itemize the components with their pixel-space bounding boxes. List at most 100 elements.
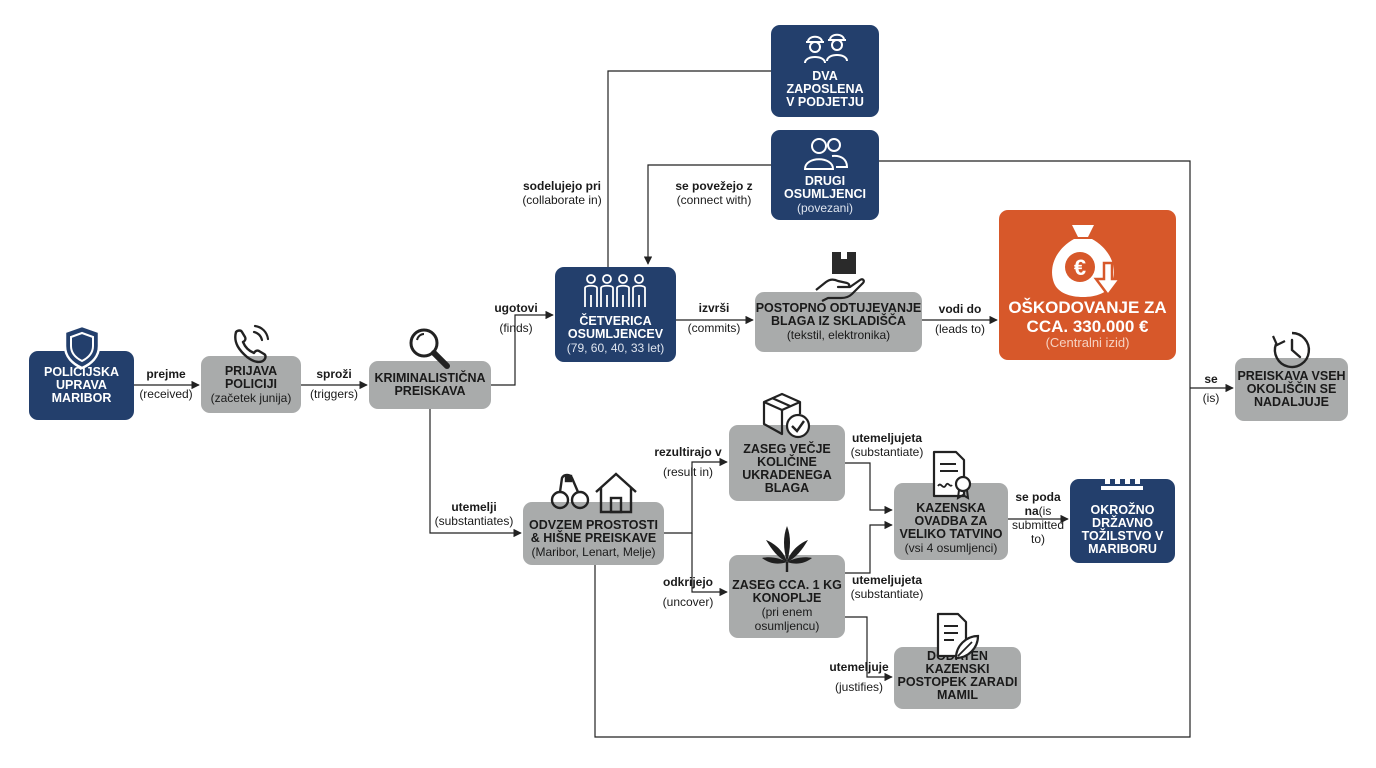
node-title: POLICIJSKA UPRAVA MARIBOR	[43, 365, 119, 405]
node-odvzem-prostosti: ODVZEM PROSTOSTI & HIŠNE PREISKAVE (Mari…	[523, 502, 664, 565]
edge-label-translation: (received)	[139, 387, 193, 401]
node-prijava-policiji: PRIJAVA POLICIJI (začetek junija)	[201, 356, 301, 413]
edge-label-sprozi: sproži (triggers)	[302, 367, 366, 401]
node-subtitle: (povezani)	[796, 201, 854, 215]
edge-label-translation: (substantiate)	[850, 587, 924, 601]
edge-label-main: sproži	[316, 367, 352, 381]
edge-label-rezultirajo: rezultirajo v (result in)	[648, 445, 728, 479]
edge-label-translation: (is submitted to)	[1011, 504, 1065, 546]
clock-icon	[1271, 331, 1311, 369]
edge-label-vodi: vodi do (leads to)	[927, 302, 993, 336]
edge-label-translation: (substantiate)	[850, 445, 924, 459]
edge-utemelji	[429, 409, 522, 538]
people-icon	[803, 138, 849, 170]
edge-label-poda: se poda na(is submitted to)	[1008, 476, 1068, 546]
node-subtitle: (Maribor, Lenart, Melje)	[531, 545, 656, 559]
edge-label-prejme: prejme (received)	[134, 367, 198, 401]
edge-label-translation: (collaborate in)	[522, 193, 602, 207]
svg-text:€: €	[1074, 255, 1086, 280]
edge-label-main: utemelji	[451, 500, 497, 514]
node-oskodovanje: OŠKODOVANJE ZA CCA. 330.000 € (Centralni…	[999, 210, 1176, 360]
document-seal-icon	[932, 450, 972, 500]
hand-box-icon	[815, 252, 865, 302]
edge-sodelujejo	[607, 70, 771, 267]
edge-label-translation: (commits)	[687, 321, 741, 335]
edge-label-utemeljujeta-blago: utemeljujeta (substantiate)	[845, 431, 929, 459]
edge-utemeljujeta2	[845, 520, 893, 574]
edge-label-main: utemeljujeta	[851, 573, 923, 587]
node-subtitle: (79, 60, 40, 33 let)	[566, 341, 665, 355]
node-title: KRIMINALISTIČNA PREISKAVA	[374, 371, 486, 398]
node-title: PREISKAVA VSEH OKOLIŠČIN SE NADALJUJE	[1237, 369, 1346, 409]
edge-label-sodelujejo: sodelujejo pri (collaborate in)	[512, 179, 612, 207]
edge-utemeljujeta1	[845, 462, 893, 515]
edge-label-ugotovi: ugotovi (finds)	[486, 301, 546, 335]
node-kriminalisticna-preiskava: KRIMINALISTIČNA PREISKAVA	[369, 361, 491, 409]
node-title: DRUGI OSUMLJENCI	[784, 174, 866, 201]
box-check-icon	[762, 392, 811, 439]
edge-label-utemeljuje: utemeljuje (justifies)	[824, 660, 894, 694]
node-title: KAZENSKA OVADBA ZA VELIKO TATVINO	[899, 501, 1003, 541]
magnifier-icon	[409, 328, 450, 369]
phone-icon	[234, 324, 270, 364]
cannabis-leaf-icon	[762, 526, 812, 572]
edge-label-odkrijejo: odkrijejo (uncover)	[652, 575, 724, 609]
node-postopno-odtujevanje: POSTOPNO ODTUJEVANJE BLAGA IZ SKLADIŠČA …	[755, 292, 922, 352]
edge-utemeljuje	[845, 616, 893, 682]
edge-label-translation: (substantiates)	[434, 514, 514, 528]
edge-label-utemeljujeta-konoplja: utemeljujeta (substantiate)	[845, 573, 929, 601]
node-title: ZASEG VEČJE KOLIČINE UKRADENEGA BLAGA	[742, 442, 832, 495]
node-title: OŠKODOVANJE ZA CCA. 330.000 €	[1008, 298, 1167, 336]
edge-povezejo	[643, 164, 771, 265]
edge-label-main: utemeljujeta	[851, 431, 923, 445]
node-title: ČETVERICA OSUMLJENCEV	[567, 314, 664, 341]
edge-label-translation: (is)	[1202, 391, 1220, 405]
edge-label-main: utemeljuje	[829, 660, 889, 674]
node-cetverica-osumljencev: ČETVERICA OSUMLJENCEV (79, 60, 40, 33 le…	[555, 267, 676, 362]
node-title: ZASEG CCA. 1 KG KONOPLJE	[732, 578, 842, 605]
edge-label-main: rezultirajo v	[654, 445, 722, 459]
document-leaf-icon	[936, 612, 980, 660]
edge-label-main: odkrijejo	[662, 575, 713, 589]
node-subtitle: (Centralni izid)	[1045, 335, 1130, 350]
money-bag-icon: €	[1052, 225, 1123, 298]
edge-label-translation: (justifies)	[834, 680, 883, 694]
node-subtitle: (pri enem osumljencu)	[754, 605, 820, 633]
node-dva-zaposlena: DVA ZAPOSLENA V PODJETJU	[771, 25, 879, 117]
edge-label-translation: (uncover)	[662, 595, 714, 609]
edge-label-main: prejme	[146, 367, 186, 381]
node-title: DVA ZAPOSLENA V PODJETJU	[786, 69, 864, 109]
edge-label-translation: (leads to)	[934, 322, 986, 336]
edge-label-povezejo: se povežejo z (connect with)	[664, 179, 764, 207]
node-title: PRIJAVA POLICIJI	[224, 363, 278, 391]
node-policijska-uprava: POLICIJSKA UPRAVA MARIBOR	[29, 351, 134, 420]
node-title: POSTOPNO ODTUJEVANJE BLAGA IZ SKLADIŠČA	[755, 301, 922, 328]
shield-icon	[63, 324, 101, 370]
edge-label-main: izvrši	[698, 301, 730, 315]
node-title: OKROŽNO DRŽAVNO TOŽILSTVO V MARIBORU	[1081, 503, 1164, 556]
edge-se	[594, 160, 1191, 738]
node-subtitle: (tekstil, elektronika)	[786, 328, 891, 342]
edge-label-main: ugotovi	[494, 301, 538, 315]
edge-label-main: se povežejo z	[675, 179, 753, 193]
edge-label-se: se (is)	[1196, 372, 1226, 405]
node-subtitle: (vsi 4 osumljenci)	[904, 541, 998, 555]
edge-label-main: se	[1204, 372, 1218, 386]
workers-icon	[804, 33, 848, 64]
courthouse-icon	[1100, 454, 1144, 490]
node-zaseg-blaga: ZASEG VEČJE KOLIČINE UKRADENEGA BLAGA	[729, 425, 845, 501]
edge-label-translation: (triggers)	[309, 387, 358, 401]
edge-label-main: sodelujejo pri	[522, 179, 601, 193]
node-title: ODVZEM PROSTOSTI & HIŠNE PREISKAVE	[529, 518, 658, 545]
edge-label-translation: (result in)	[662, 465, 713, 479]
node-preiskava-se-nadaljuje: PREISKAVA VSEH OKOLIŠČIN SE NADALJUJE	[1235, 358, 1348, 421]
edge-ugotovi	[491, 310, 554, 386]
edge-label-translation: (connect with)	[676, 193, 752, 207]
edge-label-main: vodi do	[938, 302, 982, 316]
edge-rezultirajo	[664, 457, 728, 534]
node-subtitle: (začetek junija)	[210, 390, 292, 405]
edge-label-main: se poda na	[1015, 490, 1061, 518]
edge-odkrijejo	[691, 533, 728, 597]
handcuffs-house-icon	[550, 472, 637, 514]
